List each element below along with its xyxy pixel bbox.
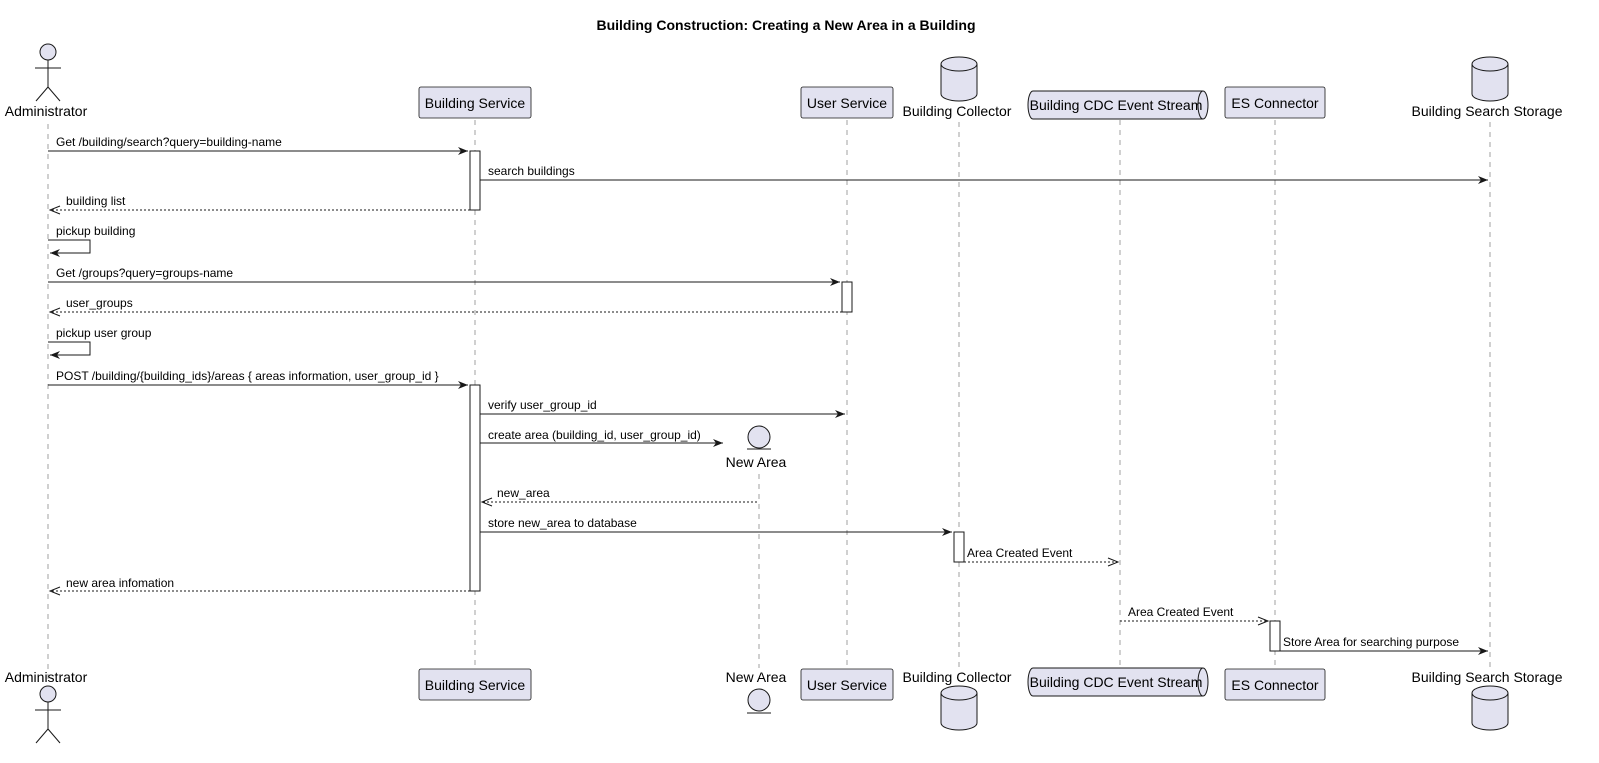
participant-label: Building Collector — [903, 103, 1012, 119]
participant-label: Building Service — [425, 677, 526, 693]
database-building-collector-bottom: Building Collector — [903, 669, 1012, 731]
entity-new-area-bottom: New Area — [726, 669, 787, 714]
message-label: verify user_group_id — [488, 398, 597, 412]
messages: Get /building/search?query=building-name… — [48, 135, 1488, 655]
participant-building-service-top: Building Service — [418, 86, 532, 119]
participant-label: ES Connector — [1231, 95, 1318, 111]
message-label: pickup building — [56, 224, 135, 238]
message-arrow: Store Area for searching purpose — [1280, 635, 1488, 655]
database-building-search-storage-top: Building Search Storage — [1412, 56, 1563, 119]
message-label: Get /groups?query=groups-name — [56, 266, 233, 280]
participants-bottom: Administrator Building Service New Area … — [5, 667, 1563, 744]
participant-label: Administrator — [5, 103, 88, 119]
message-label: store new_area to database — [488, 516, 637, 530]
message-label: Area Created Event — [967, 546, 1073, 560]
activation-bar — [469, 150, 481, 211]
participant-label: Building Search Storage — [1412, 669, 1563, 685]
message-label: search buildings — [488, 164, 575, 178]
message-arrow: new area infomation — [48, 576, 470, 596]
message-label: Area Created Event — [1128, 605, 1234, 619]
message-arrow: Get /groups?query=groups-name — [48, 266, 840, 286]
participant-label: ES Connector — [1231, 677, 1318, 693]
message-label: Store Area for searching purpose — [1283, 635, 1459, 649]
participant-label: Administrator — [5, 669, 88, 685]
participant-es-connector-top: ES Connector — [1224, 86, 1326, 119]
database-building-collector-top: Building Collector — [903, 56, 1012, 119]
database-building-search-storage-bottom: Building Search Storage — [1412, 669, 1563, 731]
message-label: Get /building/search?query=building-name — [56, 135, 282, 149]
message-label: POST /building/{building_ids}/areas { ar… — [56, 369, 439, 383]
participant-label: User Service — [807, 677, 887, 693]
message-arrow: Area Created Event — [1120, 605, 1270, 626]
participant-es-connector-bottom: ES Connector — [1224, 668, 1326, 701]
participant-label: Building Search Storage — [1412, 103, 1563, 119]
participant-user-service-bottom: User Service — [800, 668, 894, 701]
message-arrow: POST /building/{building_ids}/areas { ar… — [48, 369, 468, 389]
message-arrow: verify user_group_id — [480, 398, 845, 418]
message-label: pickup user group — [56, 326, 152, 340]
message-arrow: Get /building/search?query=building-name — [48, 135, 468, 155]
diagram-title: Building Construction: Creating a New Ar… — [596, 17, 975, 33]
participant-label: Building CDC Event Stream — [1030, 674, 1203, 690]
activation-bar — [469, 384, 481, 592]
activation-bar — [1269, 620, 1281, 652]
actor-administrator-bottom: Administrator — [5, 669, 88, 744]
participant-building-service-bottom: Building Service — [418, 668, 532, 701]
participant-label: Building CDC Event Stream — [1030, 97, 1203, 113]
message-label: user_groups — [66, 296, 133, 310]
activations — [469, 150, 1281, 652]
participant-label: User Service — [807, 95, 887, 111]
message-label: new area infomation — [66, 576, 174, 590]
queue-building-cdc-event-stream-top: Building CDC Event Stream — [1027, 90, 1209, 120]
participant-label: New Area — [726, 454, 787, 470]
message-arrow: building list — [48, 194, 470, 215]
message-arrow: create area (building_id, user_group_id) — [480, 428, 723, 447]
participant-label: New Area — [726, 669, 787, 685]
message-arrow: new_area — [480, 486, 757, 507]
message-label: new_area — [497, 486, 550, 500]
participant-user-service-top: User Service — [800, 86, 894, 119]
actor-administrator-top: Administrator — [5, 43, 88, 119]
queue-building-cdc-event-stream-bottom: Building CDC Event Stream — [1027, 667, 1209, 697]
message-arrow: search buildings — [480, 164, 1488, 184]
entity-new-area-created: New Area — [726, 425, 787, 470]
message-arrow: store new_area to database — [480, 516, 952, 536]
activation-bar — [953, 531, 965, 563]
message-arrow: Area Created Event — [964, 546, 1120, 567]
participants-top: Administrator Building Service User Serv… — [5, 43, 1563, 120]
activation-bar — [841, 281, 853, 313]
message-label: building list — [66, 194, 126, 208]
message-label: create area (building_id, user_group_id) — [488, 428, 701, 442]
message-arrow: user_groups — [48, 296, 842, 317]
self-message-arrow: pickup user group — [48, 326, 152, 359]
participant-label: Building Collector — [903, 669, 1012, 685]
lifelines — [47, 120, 1491, 680]
self-message-arrow: pickup building — [48, 224, 135, 257]
participant-label: Building Service — [425, 95, 526, 111]
